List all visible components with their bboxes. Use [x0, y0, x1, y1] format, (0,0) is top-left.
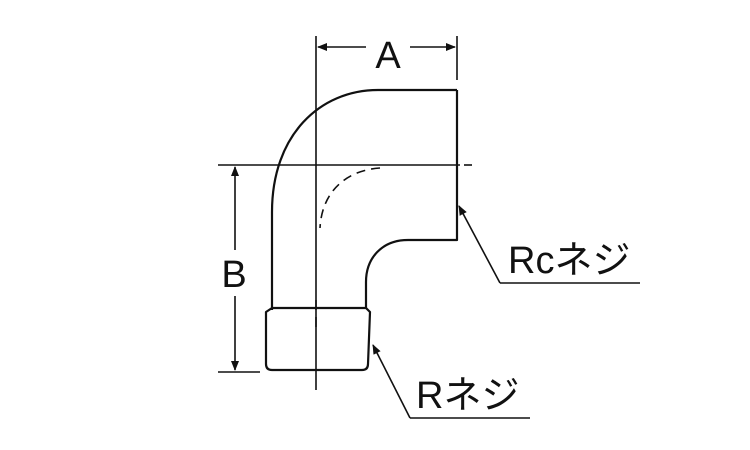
- male-thread-end: [264, 306, 372, 372]
- inner-bore-hidden-line: [319, 167, 381, 229]
- rc-thread-leader-arrow: [458, 205, 501, 284]
- r-thread-label: Rネジ: [416, 375, 519, 417]
- r-thread-leader-arrow: [372, 344, 411, 419]
- dimension-a-label: A: [375, 35, 401, 77]
- dimension-b-label: B: [221, 254, 246, 296]
- rc-thread-label: Rcネジ: [508, 240, 630, 282]
- elbow-body-outline: [270, 88, 459, 310]
